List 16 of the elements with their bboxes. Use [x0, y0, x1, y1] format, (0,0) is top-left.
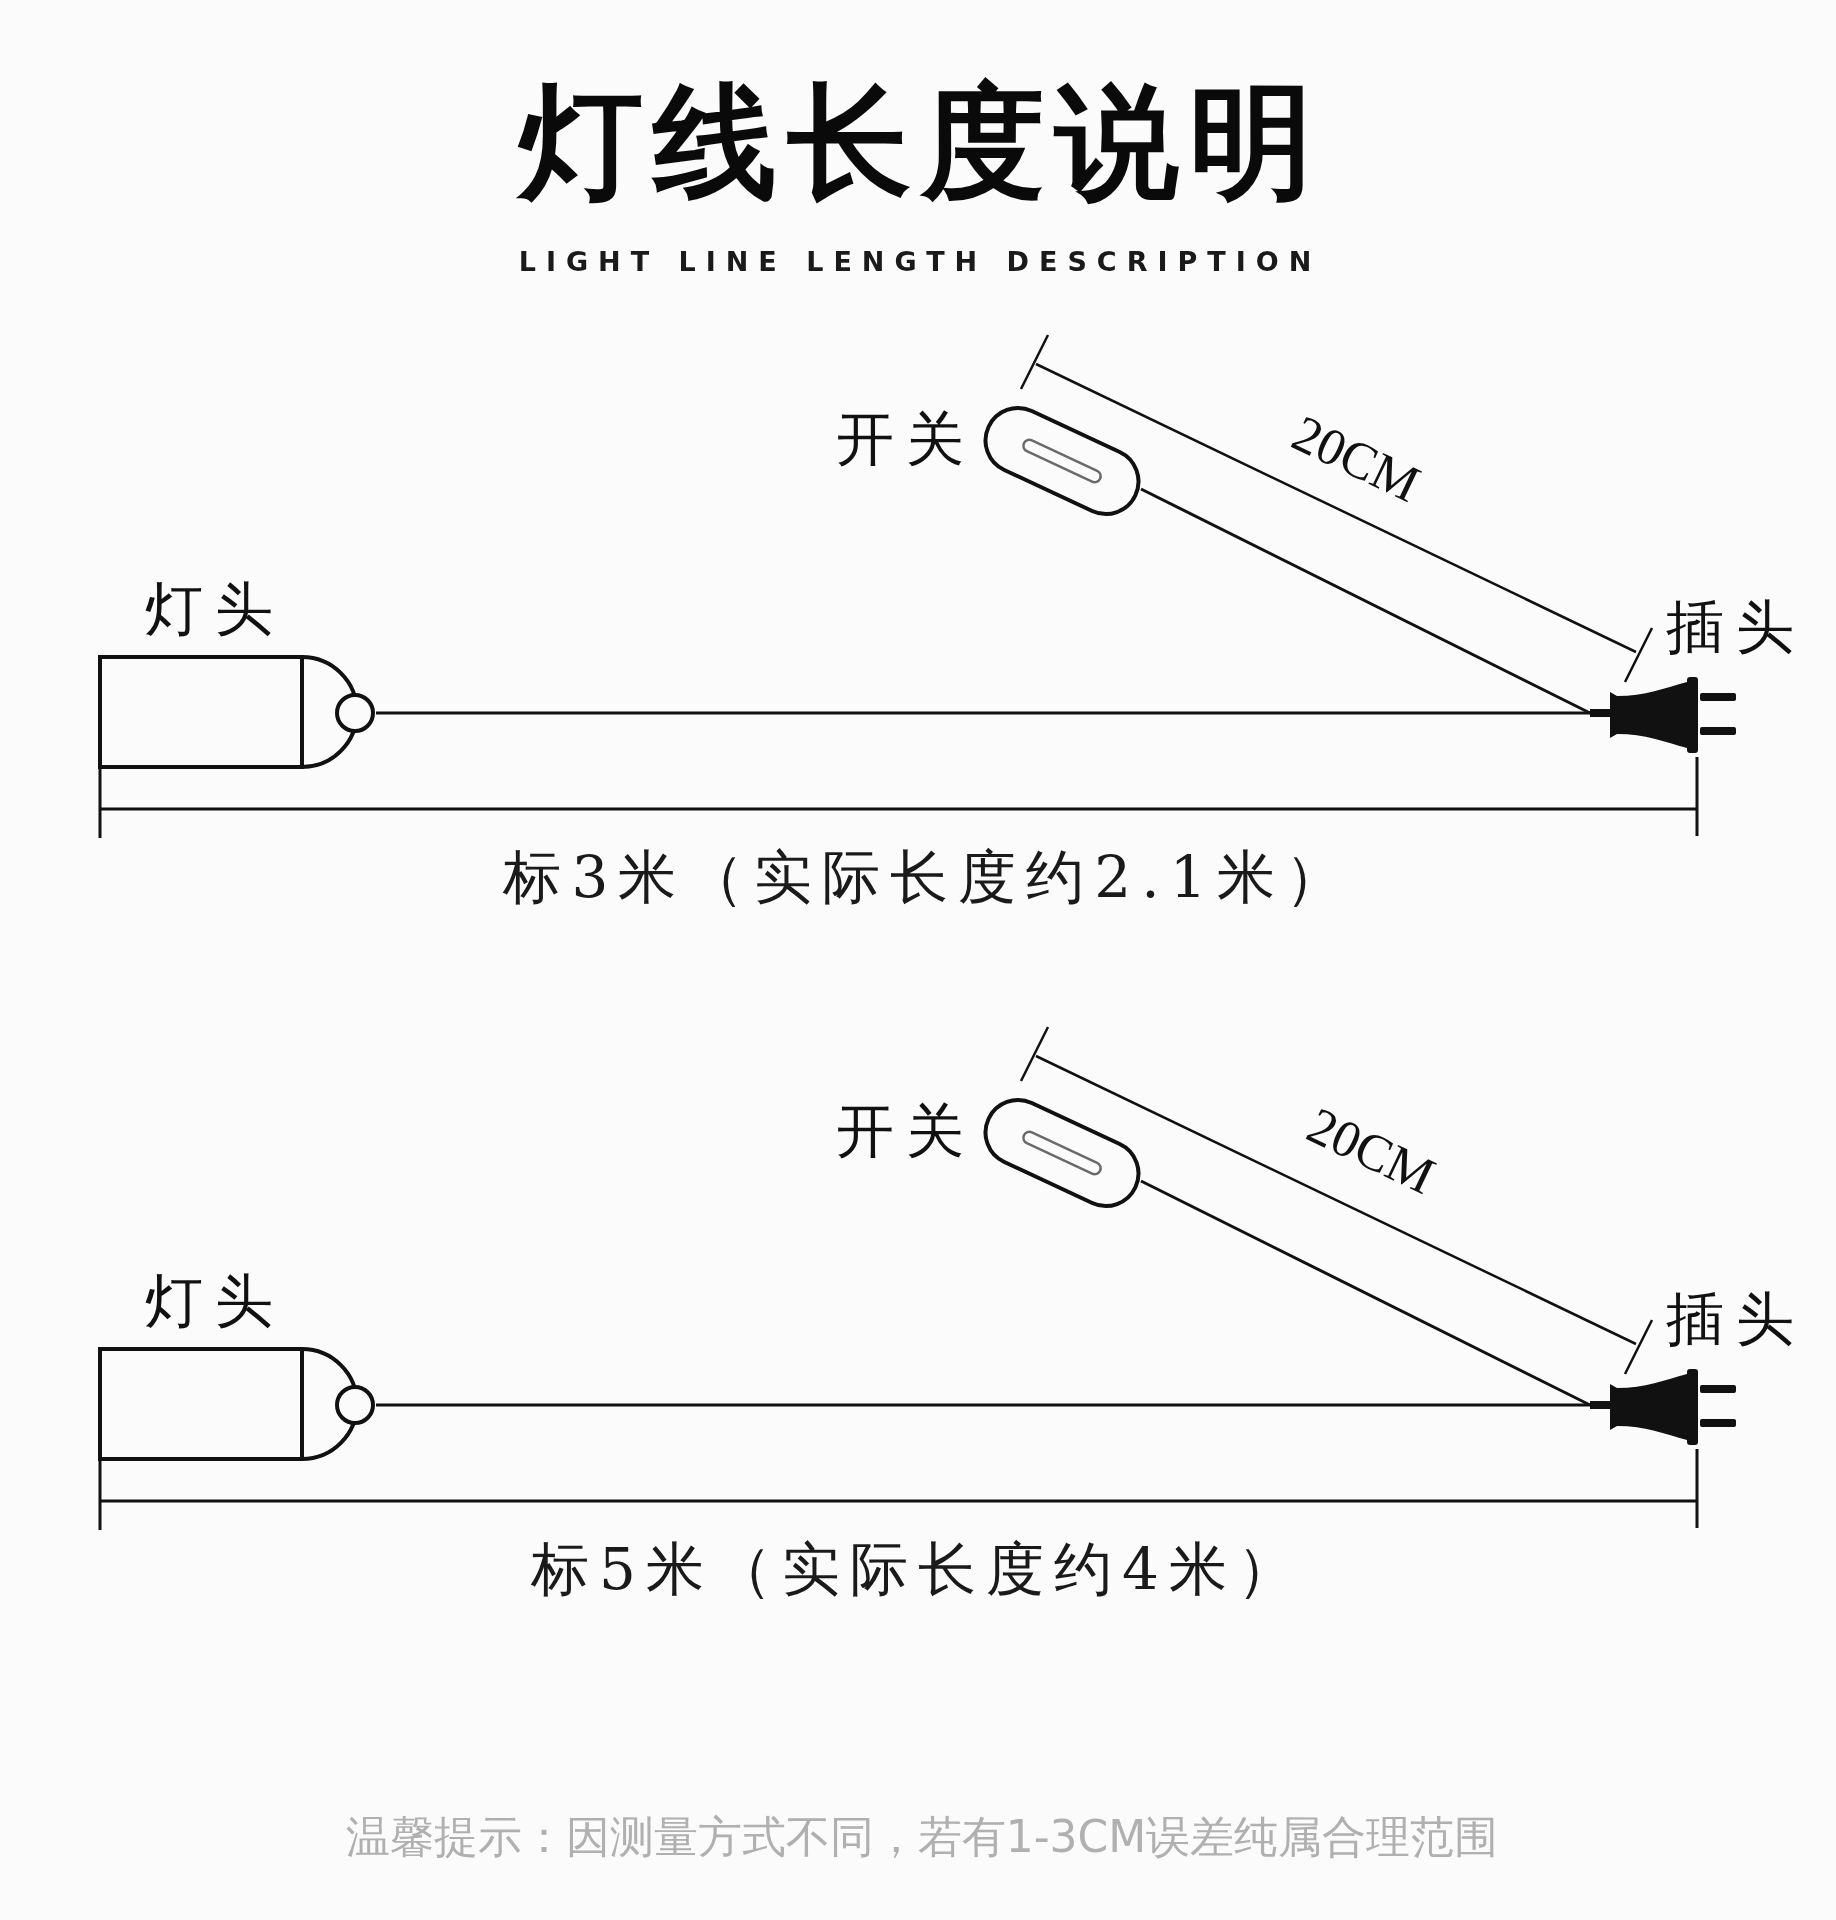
dimension-label: 标3米（实际长度约2.1米） — [503, 848, 1353, 906]
part-label: 插头 — [1666, 598, 1806, 656]
part-label: 插头 — [1666, 1290, 1806, 1348]
part-label: 灯头 — [145, 1272, 285, 1330]
cable-line — [1140, 487, 1591, 715]
cable-line — [376, 711, 1590, 715]
dimension-label: 20CM — [1299, 1098, 1443, 1204]
part-label: 开关 — [836, 1102, 976, 1160]
part-label: 灯头 — [145, 580, 285, 638]
cable-line — [1140, 1179, 1591, 1407]
subtitle: LIGHT LINE LENGTH DESCRIPTION — [518, 248, 1322, 275]
dimension-label: 20CM — [1284, 406, 1428, 512]
dimension-label: 标5米（实际长度约4米） — [531, 1540, 1305, 1598]
footnote: 温馨提示：因测量方式不同，若有1-3CM误差纯属合理范围 — [345, 1815, 1499, 1859]
cable-line — [376, 1403, 1590, 1407]
part-label: 开关 — [836, 410, 976, 468]
